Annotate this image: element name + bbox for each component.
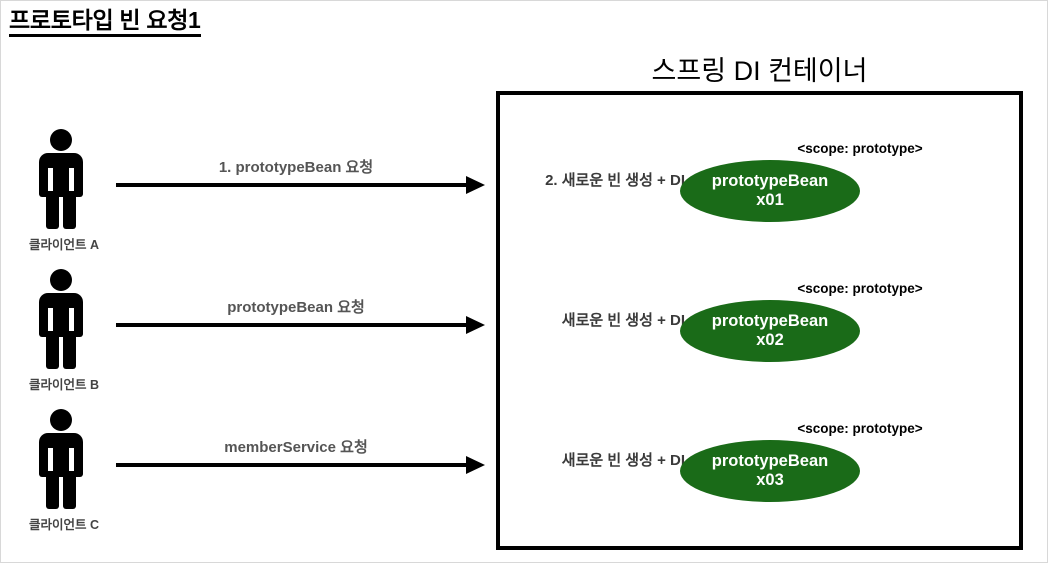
- di-container-box: 2. 새로운 빈 생성 + DI <scope: prototype> prot…: [496, 91, 1023, 550]
- bean-name: prototypeBean: [711, 451, 829, 470]
- bean-row: 새로운 빈 생성 + DI <scope: prototype> prototy…: [500, 401, 1027, 502]
- bean-name: prototypeBean: [711, 171, 829, 190]
- arrow-line: [116, 183, 468, 187]
- person-leg-right: [63, 331, 76, 369]
- person-icon: [33, 409, 89, 509]
- client-label: 클라이언트 A: [29, 238, 100, 252]
- person-arm-gap-left: [48, 308, 53, 338]
- bean-id: x01: [756, 191, 784, 209]
- person-arm-gap-right: [69, 168, 74, 198]
- request-arrow-label: prototypeBean 요청: [227, 299, 365, 316]
- person-arm-gap-right: [69, 308, 74, 338]
- arrow-head-icon: [466, 316, 485, 334]
- person-head: [50, 269, 72, 291]
- client-c: 클라이언트 C: [29, 409, 139, 533]
- bean-ellipse: prototypeBean x02: [680, 300, 860, 362]
- bean-scope-label: <scope: prototype>: [797, 281, 923, 296]
- bean-note: 새로운 빈 생성 + DI: [561, 452, 685, 469]
- page-title: 프로토타입 빈 요청1: [9, 7, 201, 38]
- request-arrow-2: prototypeBean 요청: [116, 296, 486, 342]
- bean-note: 새로운 빈 생성 + DI: [561, 312, 685, 329]
- person-torso: [39, 293, 83, 337]
- bean-ellipse: prototypeBean x03: [680, 440, 860, 502]
- person-leg-left: [46, 191, 59, 229]
- bean-id: x03: [756, 471, 784, 489]
- person-arm-gap-left: [48, 168, 53, 198]
- client-label: 클라이언트 C: [29, 518, 100, 532]
- arrow-line: [116, 463, 468, 467]
- person-head: [50, 409, 72, 431]
- person-torso: [39, 153, 83, 197]
- arrow-line: [116, 323, 468, 327]
- person-leg-left: [46, 331, 59, 369]
- arrow-head-icon: [466, 176, 485, 194]
- bean-note: 2. 새로운 빈 생성 + DI: [545, 172, 685, 189]
- client-a: 클라이언트 A: [29, 129, 139, 253]
- request-arrow-label: memberService 요청: [224, 439, 368, 456]
- bean-name: prototypeBean: [711, 311, 829, 330]
- request-arrow-label: 1. prototypeBean 요청: [218, 159, 374, 176]
- client-b: 클라이언트 B: [29, 269, 139, 393]
- di-container-title: 스프링 DI 컨테이너: [651, 56, 868, 86]
- person-icon: [33, 269, 89, 369]
- person-leg-right: [63, 191, 76, 229]
- arrow-head-icon: [466, 456, 485, 474]
- person-torso: [39, 433, 83, 477]
- person-arm-gap-right: [69, 448, 74, 478]
- bean-row: 2. 새로운 빈 생성 + DI <scope: prototype> prot…: [500, 121, 1027, 222]
- request-arrow-3: memberService 요청: [116, 436, 486, 482]
- person-head: [50, 129, 72, 151]
- person-icon: [33, 129, 89, 229]
- client-label: 클라이언트 B: [29, 378, 100, 392]
- bean-scope-label: <scope: prototype>: [797, 141, 923, 156]
- person-leg-right: [63, 471, 76, 509]
- bean-id: x02: [756, 331, 784, 349]
- request-arrow-1: 1. prototypeBean 요청: [116, 156, 486, 202]
- person-arm-gap-left: [48, 448, 53, 478]
- bean-scope-label: <scope: prototype>: [797, 421, 923, 436]
- person-leg-left: [46, 471, 59, 509]
- bean-row: 새로운 빈 생성 + DI <scope: prototype> prototy…: [500, 261, 1027, 362]
- bean-ellipse: prototypeBean x01: [680, 160, 860, 222]
